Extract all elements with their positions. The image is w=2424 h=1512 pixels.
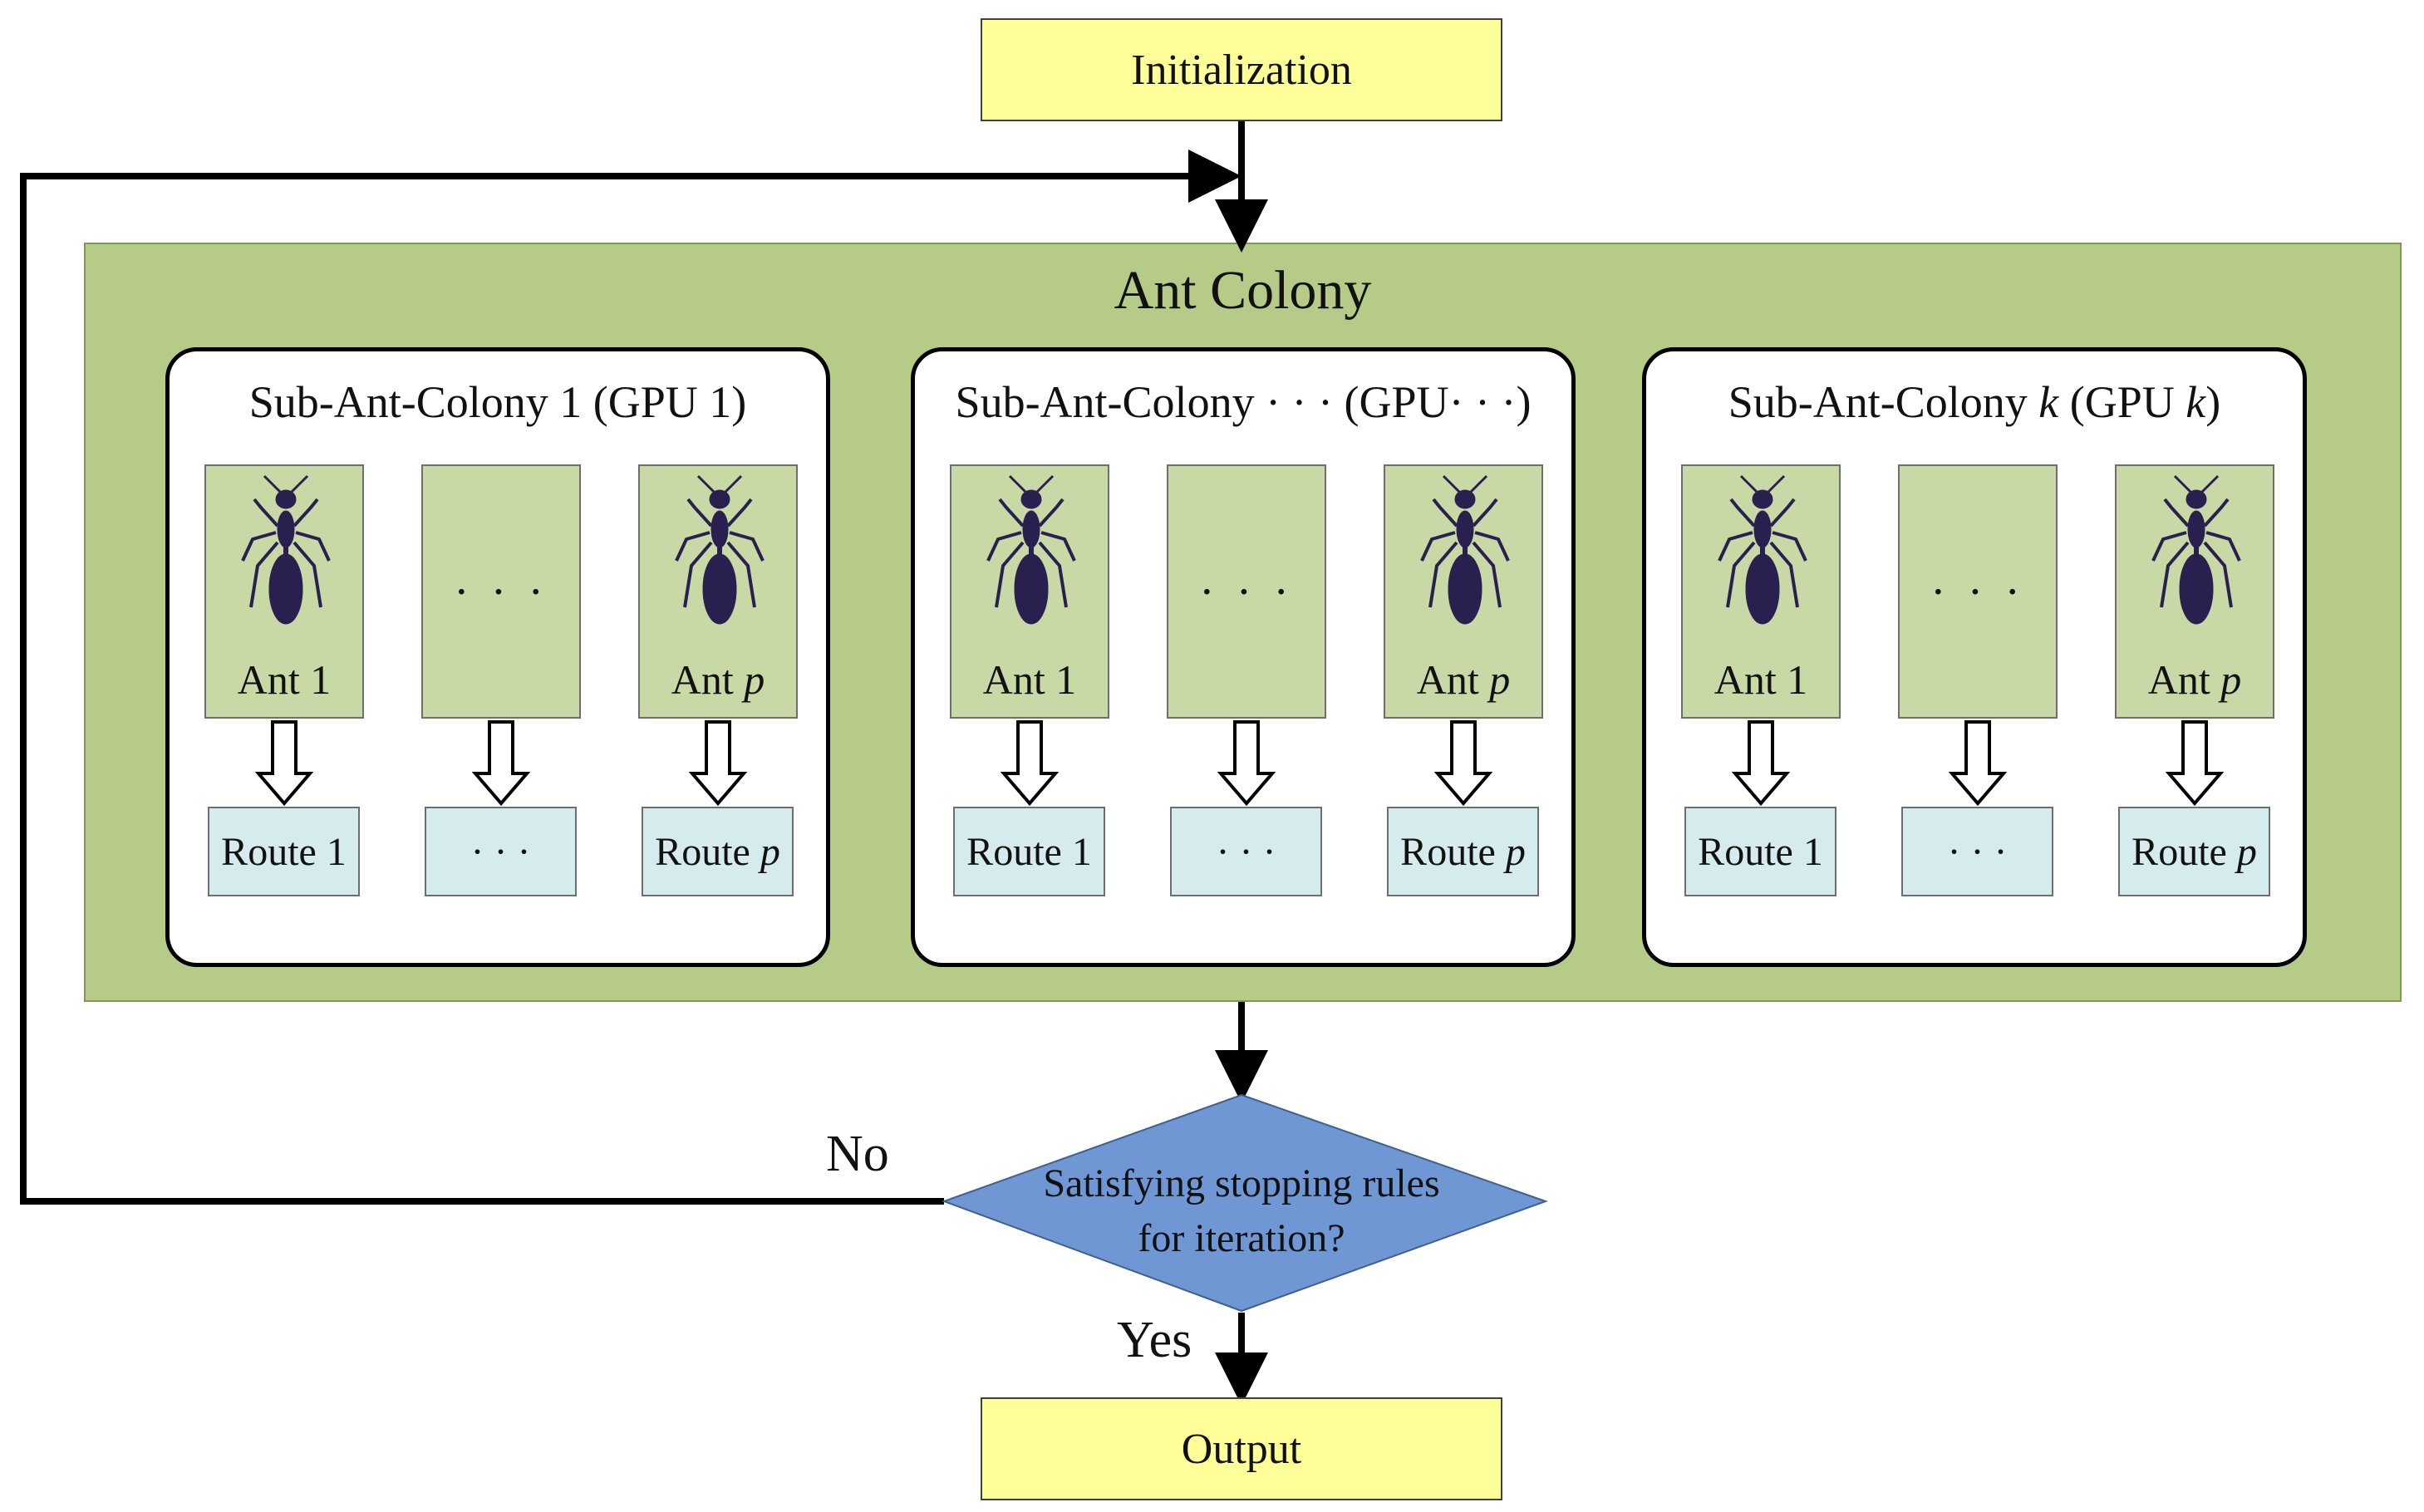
hollow-arrow-icon xyxy=(1733,720,1788,805)
ant-label: Ant p xyxy=(1385,655,1541,704)
sub-colony-title-text: Sub-Ant-Colony · · · (GPU· · ·) xyxy=(955,377,1532,427)
ant-icon xyxy=(2151,474,2241,626)
ant-label-text: Ant xyxy=(1416,656,1490,703)
route-box-middle: · · · xyxy=(1901,807,2053,896)
ant-icon xyxy=(986,474,1076,626)
output-label: Output xyxy=(1181,1425,1302,1473)
ant-card-first: Ant 1 xyxy=(950,464,1109,719)
ant-label: Ant 1 xyxy=(237,656,332,703)
hollow-arrow-icon xyxy=(1002,720,1057,805)
route-box-last: Route p xyxy=(2118,807,2270,896)
ant-label-var: p xyxy=(1489,656,1511,703)
output-node: Output xyxy=(981,1397,1502,1500)
hollow-arrow-icon xyxy=(691,720,745,805)
route-box-last: Route p xyxy=(1387,807,1539,896)
route-box-first: Route 1 xyxy=(208,807,360,896)
ant-icon xyxy=(1718,474,1807,626)
route-label-var: p xyxy=(1505,829,1526,874)
ant-card-first: Ant 1 xyxy=(204,464,364,719)
decision-text: Satisfying stopping rules for iteration? xyxy=(992,1156,1491,1266)
ant-label-var: p xyxy=(2220,656,2242,703)
ant-card-middle: · · · xyxy=(1898,464,2058,719)
hollow-arrow-icon xyxy=(1219,720,1274,805)
ant-label-var: p xyxy=(744,656,765,703)
ant-card-middle: · · · xyxy=(421,464,581,719)
route-box-first: Route 1 xyxy=(1684,807,1836,896)
route-label-var: p xyxy=(2236,829,2257,874)
edge-label-no: No xyxy=(826,1126,889,1182)
decision-text-line1: Satisfying stopping rules xyxy=(1043,1161,1440,1205)
hollow-arrow-icon xyxy=(1436,720,1491,805)
edge-label-yes: Yes xyxy=(1117,1312,1192,1368)
sub-colony-title-text: ) xyxy=(2205,377,2221,427)
ant-colony-container: Ant Colony Sub-Ant-Colony 1 (GPU 1) Ant … xyxy=(84,243,2402,1002)
ellipsis: · · · xyxy=(1930,567,2025,618)
initialization-node: Initialization xyxy=(981,18,1502,121)
sub-colony-title: Sub-Ant-Colony k (GPU k) xyxy=(1646,376,2303,428)
ant-card-middle: · · · xyxy=(1167,464,1326,719)
hollow-arrow-icon xyxy=(1950,720,2005,805)
initialization-label: Initialization xyxy=(1131,46,1352,94)
sub-colony-title: Sub-Ant-Colony 1 (GPU 1) xyxy=(170,376,826,428)
sub-colony-2: Sub-Ant-Colony · · · (GPU· · ·) Ant 1 · … xyxy=(911,347,1576,967)
sub-colony-title: Sub-Ant-Colony · · · (GPU· · ·) xyxy=(915,376,1571,428)
hollow-arrow-icon xyxy=(257,720,312,805)
ant-colony-title: Ant Colony xyxy=(1114,260,1372,321)
route-label-text: Route xyxy=(2131,829,2227,874)
ant-card-last: Ant p xyxy=(1384,464,1543,719)
ant-card-last: Ant p xyxy=(638,464,798,719)
route-label-text: Route xyxy=(655,829,750,874)
sub-colony-title-var: k xyxy=(2038,377,2059,427)
sub-colony-1: Sub-Ant-Colony 1 (GPU 1) Ant 1 · · · Ant… xyxy=(165,347,830,967)
hollow-arrow-icon xyxy=(474,720,529,805)
ant-card-first: Ant 1 xyxy=(1681,464,1841,719)
ant-icon xyxy=(1420,474,1510,626)
route-box-first: Route 1 xyxy=(953,807,1105,896)
sub-colony-title-text: Sub-Ant-Colony xyxy=(1728,377,2039,427)
ellipsis: · · · xyxy=(454,567,548,618)
route-label-text: Route xyxy=(1400,829,1496,874)
route-box-middle: · · · xyxy=(1170,807,1322,896)
route-box-last: Route p xyxy=(642,807,794,896)
route-box-middle: · · · xyxy=(425,807,577,896)
ant-label: Ant 1 xyxy=(1714,656,1808,703)
ant-icon xyxy=(241,474,331,626)
ant-label-text: Ant xyxy=(671,656,745,703)
ant-label-text: Ant xyxy=(2147,656,2221,703)
sub-colony-title-text: Sub-Ant-Colony 1 (GPU 1) xyxy=(248,377,747,427)
sub-colony-k: Sub-Ant-Colony k (GPU k) Ant 1 · · · Ant… xyxy=(1642,347,2307,967)
ant-icon xyxy=(675,474,765,626)
decision-text-line2: for iteration? xyxy=(1138,1216,1345,1260)
sub-colony-title-text: (GPU xyxy=(2058,377,2186,427)
ant-card-last: Ant p xyxy=(2115,464,2274,719)
route-label-var: p xyxy=(760,829,780,874)
sub-colony-title-var: k xyxy=(2186,377,2206,427)
hollow-arrow-icon xyxy=(2167,720,2222,805)
ant-label: Ant p xyxy=(2117,655,2273,704)
ant-label: Ant 1 xyxy=(982,656,1077,703)
ant-label: Ant p xyxy=(640,655,796,704)
ellipsis: · · · xyxy=(1199,567,1294,618)
